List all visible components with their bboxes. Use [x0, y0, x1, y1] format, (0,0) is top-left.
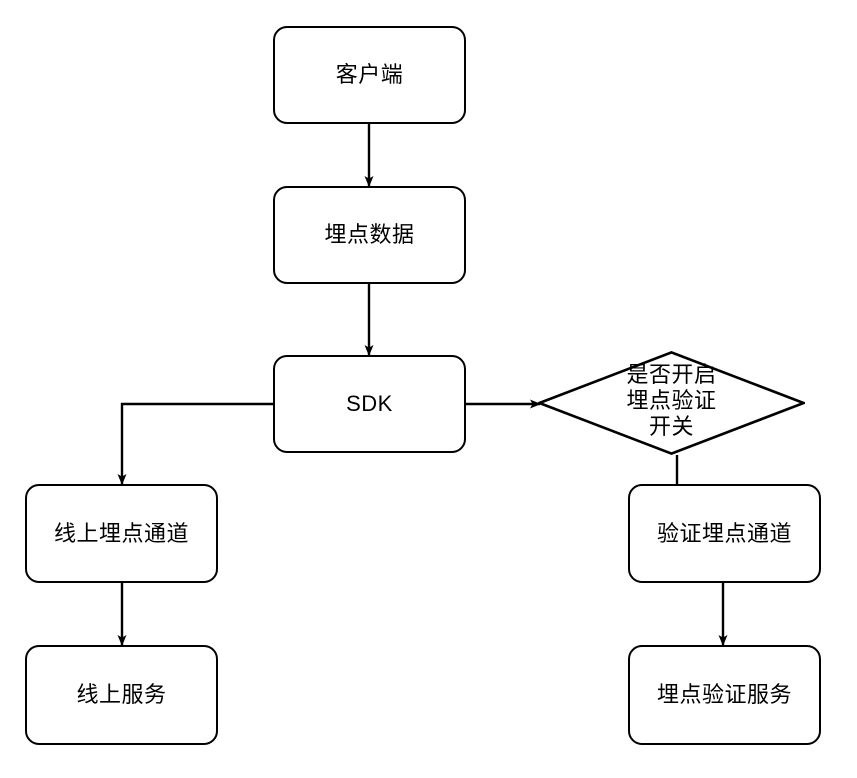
node-tracking-data-label: 埋点数据: [324, 222, 415, 248]
node-client[interactable]: 客户端: [273, 26, 466, 124]
node-client-label: 客户端: [335, 62, 404, 88]
node-verify-switch[interactable]: 是否开启 埋点验证 开关: [538, 351, 805, 455]
node-tracking-data[interactable]: 埋点数据: [273, 186, 466, 284]
node-verify-service[interactable]: 埋点验证服务: [628, 645, 821, 745]
node-online-service-label: 线上服务: [76, 682, 167, 708]
node-verify-channel-label: 验证埋点通道: [656, 520, 792, 546]
diamond-shape: [538, 351, 805, 455]
node-online-channel[interactable]: 线上埋点通道: [25, 484, 218, 583]
node-online-service[interactable]: 线上服务: [25, 645, 218, 745]
node-sdk-label: SDK: [346, 391, 393, 417]
node-online-channel-label: 线上埋点通道: [53, 520, 189, 546]
edge-sdk-to-online-channel: [117, 402, 273, 485]
node-verify-channel[interactable]: 验证埋点通道: [628, 484, 821, 583]
node-verify-service-label: 埋点验证服务: [656, 682, 792, 708]
node-verify-switch-label: 是否开启 埋点验证 开关: [626, 362, 717, 439]
node-sdk[interactable]: SDK: [273, 355, 466, 453]
